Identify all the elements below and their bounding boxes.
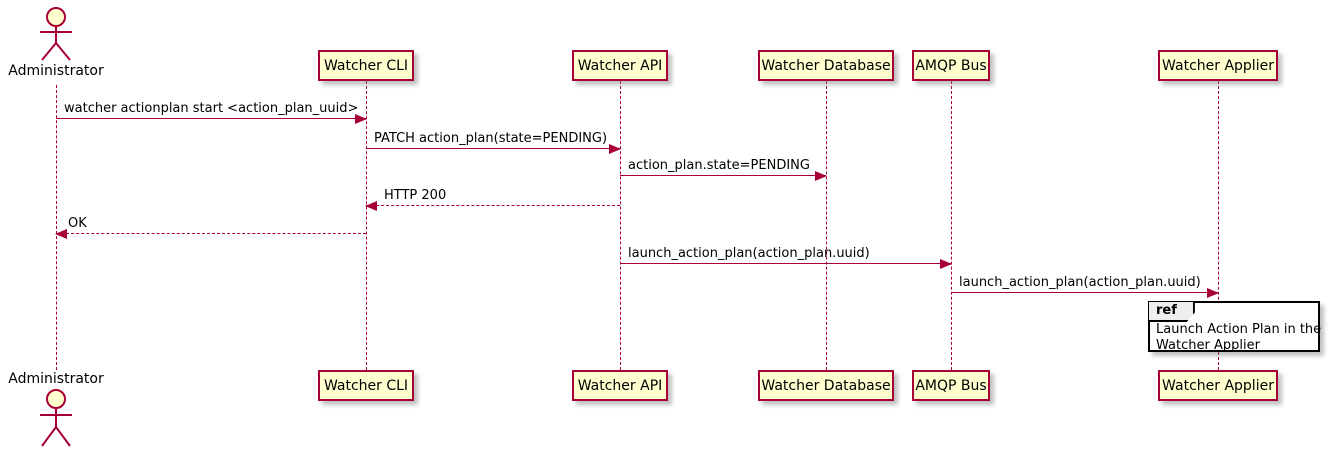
participant-bottom-amqp-bus: AMQP Bus <box>912 370 990 401</box>
message-state-pending-label: action_plan.state=PENDING <box>628 158 810 173</box>
actor-administrator-bottom-label: Administrator <box>8 371 104 387</box>
participant-top-watcher-database: Watcher Database <box>758 50 894 81</box>
arrow-right-icon <box>355 113 367 124</box>
ref-fragment-line2: Watcher Applier <box>1156 337 1260 353</box>
message-http-200-label: HTTP 200 <box>384 188 447 203</box>
arrow-left-icon <box>55 228 67 239</box>
message-patch-action-plan-line <box>366 148 620 149</box>
arrow-left-icon <box>365 200 377 211</box>
message-ok: OK <box>55 215 366 239</box>
ref-fragment-tag: ref <box>1149 302 1195 322</box>
lifeline-amqp-bus <box>951 81 952 370</box>
message-launch-action-plan-applier-label: launch_action_plan(action_plan.uuid) <box>959 275 1201 290</box>
participant-bottom-watcher-applier: Watcher Applier <box>1158 370 1278 401</box>
message-launch-action-plan-applier: launch_action_plan(action_plan.uuid) <box>951 274 1219 298</box>
lifeline-watcher-cli <box>366 81 367 370</box>
arrow-right-icon <box>815 170 827 181</box>
participant-top-watcher-cli: Watcher CLI <box>318 50 414 81</box>
participant-top-amqp-bus: AMQP Bus <box>912 50 990 81</box>
message-actionplan-start: watcher actionplan start <action_plan_uu… <box>56 100 367 124</box>
message-actionplan-start-line <box>56 118 366 119</box>
actor-administrator-top-icon <box>40 7 72 61</box>
message-launch-action-plan-amqp-label: launch_action_plan(action_plan.uuid) <box>628 246 870 261</box>
participant-bottom-watcher-cli: Watcher CLI <box>318 370 414 401</box>
message-state-pending: action_plan.state=PENDING <box>620 157 827 181</box>
message-patch-action-plan: PATCH action_plan(state=PENDING) <box>366 130 621 154</box>
message-state-pending-line <box>620 175 826 176</box>
arrow-right-icon <box>1207 287 1219 298</box>
lifeline-watcher-applier <box>1218 81 1219 370</box>
participant-top-watcher-applier: Watcher Applier <box>1158 50 1278 81</box>
arrow-right-icon <box>940 258 952 269</box>
ref-fragment-line1: Launch Action Plan in the <box>1156 322 1322 337</box>
participant-top-watcher-api: Watcher API <box>572 50 668 81</box>
message-http-200-line <box>366 205 620 206</box>
message-launch-action-plan-applier-line <box>951 292 1218 293</box>
ref-fragment-body: Launch Action Plan in the Watcher Applie… <box>1156 322 1321 353</box>
lifeline-watcher-api <box>620 81 621 370</box>
message-ok-line <box>56 233 366 234</box>
message-http-200: HTTP 200 <box>365 187 620 211</box>
message-launch-action-plan-amqp-line <box>620 263 951 264</box>
message-actionplan-start-label: watcher actionplan start <action_plan_uu… <box>64 101 359 116</box>
ref-fragment: ref Launch Action Plan in the Watcher Ap… <box>1148 301 1321 353</box>
lifeline-watcher-database <box>826 81 827 370</box>
participant-bottom-watcher-api: Watcher API <box>572 370 668 401</box>
actor-administrator-bottom-icon <box>40 389 72 447</box>
message-patch-action-plan-label: PATCH action_plan(state=PENDING) <box>374 131 608 146</box>
actor-administrator-top-label: Administrator <box>8 63 104 79</box>
lifeline-administrator <box>56 85 57 370</box>
message-ok-label: OK <box>68 216 87 231</box>
arrow-right-icon <box>609 143 621 154</box>
participant-bottom-watcher-database: Watcher Database <box>758 370 894 401</box>
message-launch-action-plan-amqp: launch_action_plan(action_plan.uuid) <box>620 245 952 269</box>
